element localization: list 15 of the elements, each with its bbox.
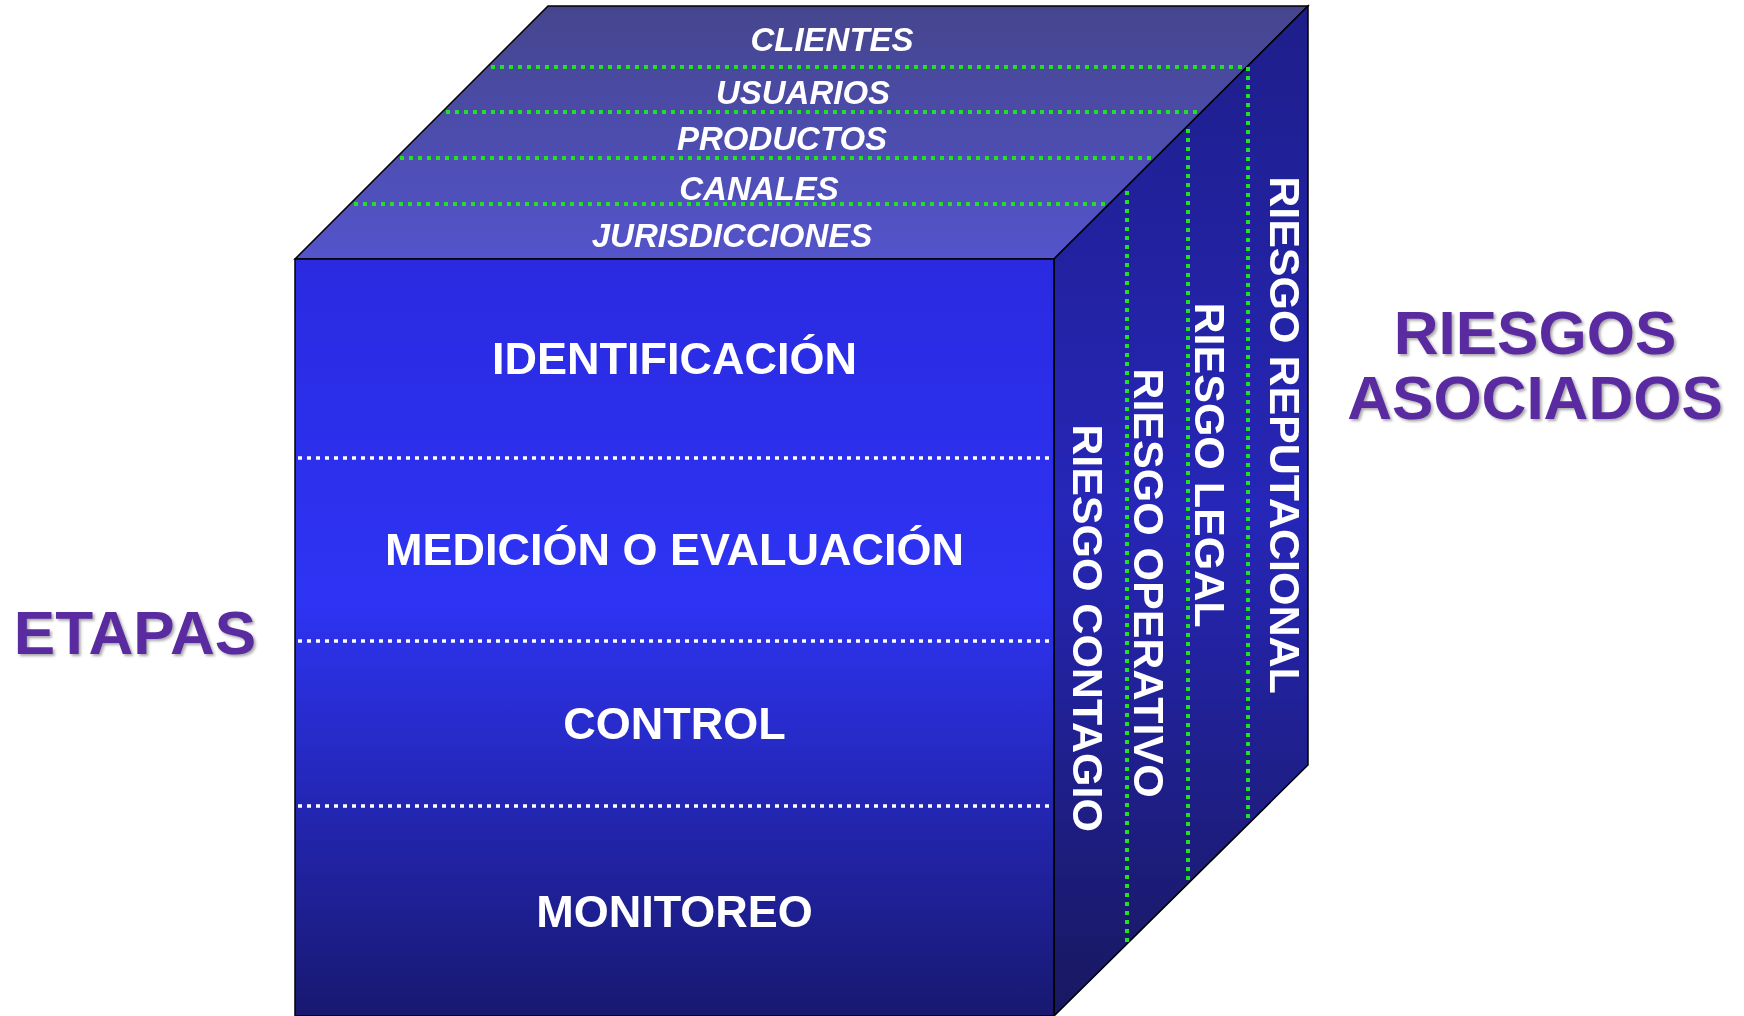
segment-label: CANALES [679,171,839,205]
axis-heading: RIESGOS ASOCIADOS [1346,300,1724,431]
risk-label: RIESGO REPUTACIONAL [1263,176,1307,694]
risk-label: RIESGO CONTAGIO [1066,424,1110,832]
risk-label: RIESGO OPERATIVO [1127,368,1171,798]
segment-label: PRODUCTOS [676,121,888,155]
stage-label: MONITOREO [536,888,813,934]
stage-label: IDENTIFICACIÓN [492,336,857,381]
segment-label: USUARIOS [715,75,891,109]
segment-label: CLIENTES [750,22,914,56]
stage-label: MEDICIÓN O EVALUACIÓN [384,527,965,572]
segment-label: JURISDICCIONES [591,218,873,252]
stage-label: CONTROL [563,701,786,746]
risk-label: RIESGO LEGAL [1188,302,1232,628]
axis-heading: ETAPAS [12,600,258,666]
